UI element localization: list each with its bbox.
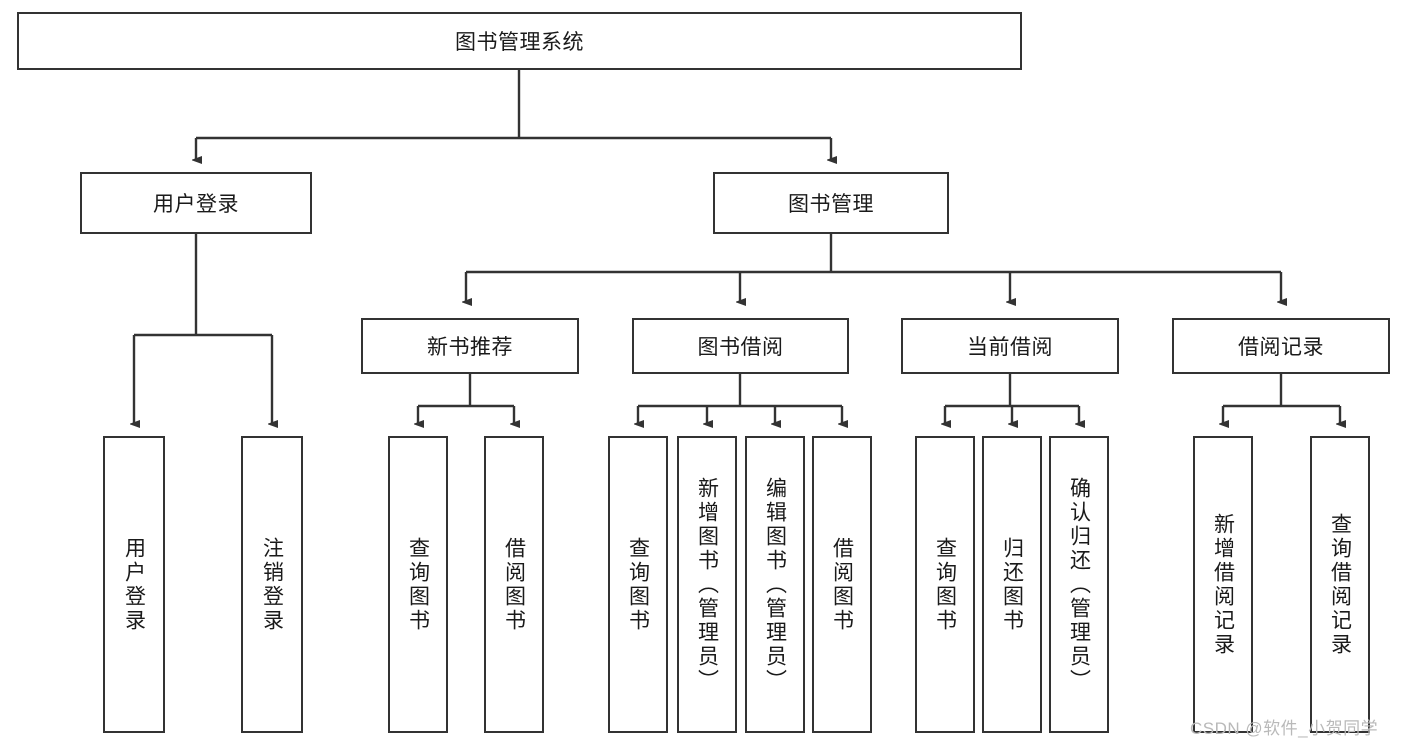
- node-leaf-add-book[interactable]: 新增图书（管理员）: [677, 436, 737, 733]
- node-leaf-add-record-label: 新增借阅记录: [1211, 512, 1235, 657]
- node-leaf-user-login[interactable]: 用户登录: [103, 436, 165, 733]
- node-book-management[interactable]: 图书管理: [713, 172, 949, 234]
- node-leaf-query-book-1-label: 查询图书: [406, 536, 430, 633]
- node-leaf-add-book-label: 新增图书（管理员）: [695, 476, 719, 693]
- node-user-login-label: 用户登录: [153, 193, 239, 216]
- node-leaf-query-book-2-label: 查询图书: [626, 536, 650, 633]
- node-leaf-query-record[interactable]: 查询借阅记录: [1310, 436, 1370, 733]
- node-root[interactable]: 图书管理系统: [17, 12, 1022, 70]
- node-leaf-query-book-2[interactable]: 查询图书: [608, 436, 668, 733]
- node-leaf-return-book-label: 归还图书: [1000, 536, 1024, 633]
- node-borrow-record-label: 借阅记录: [1238, 336, 1324, 359]
- node-book-borrow-label: 图书借阅: [697, 336, 784, 359]
- node-user-login[interactable]: 用户登录: [80, 172, 312, 234]
- node-leaf-confirm-return[interactable]: 确认归还（管理员）: [1049, 436, 1109, 733]
- node-leaf-user-login-label: 用户登录: [122, 536, 146, 633]
- node-leaf-add-record[interactable]: 新增借阅记录: [1193, 436, 1253, 733]
- node-book-management-label: 图书管理: [788, 193, 874, 216]
- node-leaf-borrow-book-2-label: 借阅图书: [830, 536, 854, 633]
- node-leaf-borrow-book-1[interactable]: 借阅图书: [484, 436, 544, 733]
- node-borrow-record[interactable]: 借阅记录: [1172, 318, 1390, 374]
- node-leaf-confirm-return-label: 确认归还（管理员）: [1067, 476, 1091, 693]
- node-new-book-recommend-label: 新书推荐: [427, 336, 513, 359]
- node-book-borrow[interactable]: 图书借阅: [632, 318, 849, 374]
- node-leaf-borrow-book-1-label: 借阅图书: [502, 536, 526, 633]
- node-leaf-query-record-label: 查询借阅记录: [1328, 512, 1352, 657]
- node-leaf-user-logout-label: 注销登录: [260, 536, 284, 633]
- node-leaf-query-book-1[interactable]: 查询图书: [388, 436, 448, 733]
- node-leaf-borrow-book-2[interactable]: 借阅图书: [812, 436, 872, 733]
- node-leaf-query-book-3[interactable]: 查询图书: [915, 436, 975, 733]
- watermark-text: CSDN @软件_小贺同学: [1190, 719, 1379, 738]
- node-leaf-user-logout[interactable]: 注销登录: [241, 436, 303, 733]
- node-leaf-edit-book[interactable]: 编辑图书（管理员）: [745, 436, 805, 733]
- node-leaf-edit-book-label: 编辑图书（管理员）: [763, 476, 787, 693]
- node-current-borrow-label: 当前借阅: [967, 336, 1053, 359]
- node-new-book-recommend[interactable]: 新书推荐: [361, 318, 579, 374]
- node-leaf-return-book[interactable]: 归还图书: [982, 436, 1042, 733]
- node-current-borrow[interactable]: 当前借阅: [901, 318, 1119, 374]
- node-root-label: 图书管理系统: [455, 31, 584, 54]
- node-leaf-query-book-3-label: 查询图书: [933, 536, 957, 633]
